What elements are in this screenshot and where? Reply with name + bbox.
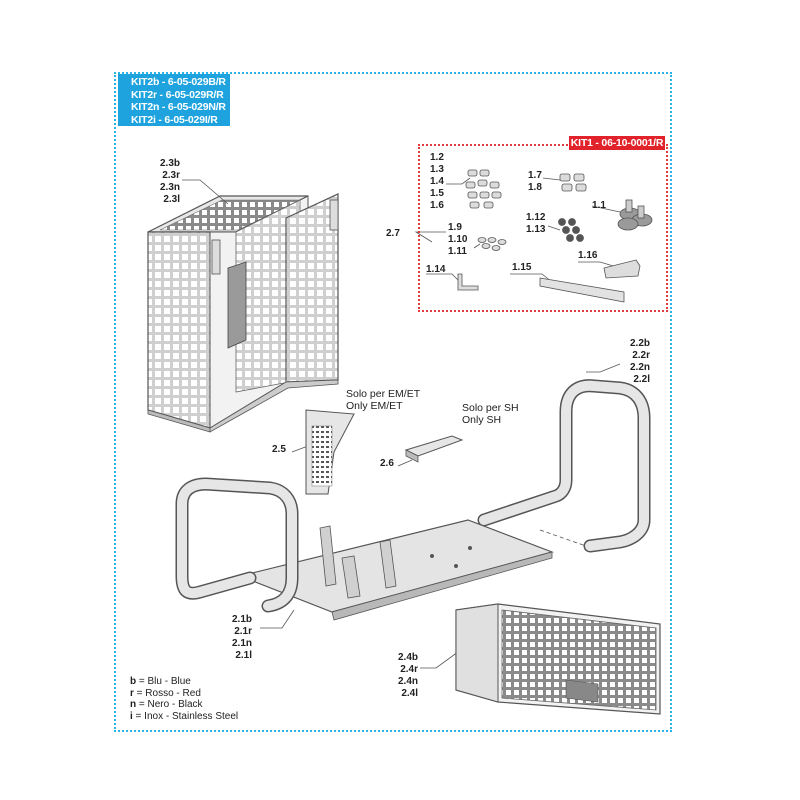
part-label: 1.7 bbox=[528, 170, 542, 181]
labels-1-7: 1.7 1.8 bbox=[528, 170, 542, 194]
part-label: 2.3l bbox=[163, 194, 180, 205]
legend-text: = Rosso - Red bbox=[133, 687, 201, 699]
guard-labels: 2.4b 2.4r 2.4n 2.4l bbox=[386, 652, 418, 700]
part-label: 2.1r bbox=[234, 626, 252, 637]
note-line: Solo per EM/ET bbox=[346, 388, 421, 400]
legend-key: b bbox=[130, 676, 137, 687]
handle-right-part bbox=[477, 379, 651, 553]
bracket-1-16 bbox=[603, 259, 641, 279]
label-1-14: 1.14 bbox=[426, 264, 446, 275]
kit1-hardware bbox=[457, 169, 653, 303]
label-1-16: 1.16 bbox=[578, 250, 598, 261]
handle-left-labels: 2.1b 2.1r 2.1n 2.1l bbox=[222, 614, 252, 662]
legend-item: n = Nero - Black bbox=[130, 699, 238, 711]
kit1-left-labels: 1.2 1.3 1.4 1.5 1.6 bbox=[430, 152, 444, 212]
note-em-et: Solo per EM/ET Only EM/ET bbox=[346, 388, 420, 412]
part-label: 2.1l bbox=[235, 650, 252, 661]
part-label: 2.4b bbox=[397, 652, 418, 663]
screws-1-2-1-6 bbox=[465, 169, 502, 209]
screws-1-7-1-8 bbox=[559, 173, 587, 192]
kit2-line: KIT2b - 6-05-029B/R bbox=[131, 76, 226, 88]
leader-lines bbox=[182, 177, 621, 669]
legend-key: r bbox=[130, 687, 134, 699]
rubber-feet-1-1 bbox=[617, 199, 653, 231]
nuts-1-12-1-13 bbox=[558, 218, 584, 242]
kit2-line: KIT2n - 6-05-029N/R bbox=[131, 101, 226, 113]
legend-text: = Blu - Blue bbox=[136, 676, 191, 687]
kit2-codes-box: KIT2b - 6-05-029B/R KIT2r - 6-05-029R/R … bbox=[118, 74, 230, 126]
cage-part bbox=[147, 193, 339, 433]
part-label: 1.2 bbox=[430, 152, 444, 163]
part-label: 2.1b bbox=[231, 614, 252, 625]
plate-2-6-part bbox=[404, 435, 464, 463]
kit1-frame bbox=[418, 144, 668, 312]
part-label: 1.9 bbox=[448, 222, 462, 233]
bracket-2-5-part bbox=[305, 409, 355, 495]
part-label: 1.8 bbox=[528, 182, 542, 193]
legend-key: i bbox=[130, 710, 133, 722]
note-line: Only SH bbox=[462, 414, 502, 426]
handle-left-part bbox=[175, 477, 299, 613]
part-label: 2.2b bbox=[629, 338, 650, 349]
part-label: 2.3r bbox=[162, 170, 180, 181]
part-label: 1.6 bbox=[430, 200, 444, 211]
color-legend: b = Blu - Blue r = Rosso - Red n = Nero … bbox=[130, 676, 238, 722]
labels-1-9: 1.9 1.10 1.11 bbox=[448, 222, 467, 258]
handle-right-labels: 2.2b 2.2r 2.2n 2.2l bbox=[618, 338, 650, 386]
part-label: 1.12 bbox=[526, 212, 546, 223]
part-label: 2.4r bbox=[400, 664, 418, 675]
part-label: 2.4n bbox=[397, 676, 418, 687]
label-1-1: 1.1 bbox=[592, 200, 606, 211]
part-label: 1.3 bbox=[430, 164, 444, 175]
guard-2-4-part bbox=[455, 603, 661, 715]
legend-item: i = Inox - Stainless Steel bbox=[130, 711, 238, 723]
part-label: 2.1n bbox=[231, 638, 252, 649]
kit2-line: KIT2i - 6-05-029I/R bbox=[131, 113, 218, 126]
legend-item: b = Blu - Blue bbox=[130, 676, 238, 688]
part-label: 2.3n bbox=[159, 182, 180, 193]
part-label: 1.5 bbox=[430, 188, 444, 199]
part-label: 1.11 bbox=[448, 246, 467, 257]
label-2-5: 2.5 bbox=[272, 444, 286, 455]
part-label: 1.10 bbox=[448, 234, 468, 245]
part-label: 1.13 bbox=[526, 224, 546, 235]
bar-1-15 bbox=[539, 277, 625, 303]
part-label: 2.2n bbox=[629, 362, 650, 373]
legend-item: r = Rosso - Red bbox=[130, 688, 238, 700]
kit2-line: KIT2r - 6-05-029R/R bbox=[131, 88, 224, 101]
part-label: 1.4 bbox=[430, 176, 444, 187]
washers-1-9-1-11 bbox=[477, 237, 507, 251]
part-label: 2.3b bbox=[159, 158, 180, 169]
legend-text: = Nero - Black bbox=[136, 699, 203, 710]
part-label: 2.2l bbox=[633, 374, 650, 385]
label-2-6: 2.6 bbox=[380, 458, 394, 469]
legend-text: = Inox - Stainless Steel bbox=[132, 710, 239, 722]
bracket-1-14 bbox=[457, 273, 479, 291]
kit2-frame bbox=[114, 72, 672, 732]
note-sh: Solo per SH Only SH bbox=[462, 402, 519, 426]
part-label: 2.2r bbox=[632, 350, 650, 361]
part-label: 2.4l bbox=[401, 688, 418, 699]
labels-1-12: 1.12 1.13 bbox=[526, 212, 545, 236]
cage-labels: 2.3b 2.3r 2.3n 2.3l bbox=[150, 158, 180, 206]
kit1-code-label: KIT1 - 06-10-0001/R bbox=[569, 136, 665, 150]
note-line: Only EM/ET bbox=[346, 400, 403, 412]
note-line: Solo per SH bbox=[462, 402, 519, 414]
label-1-15: 1.15 bbox=[512, 262, 532, 273]
legend-key: n bbox=[130, 699, 137, 710]
label-2-7: 2.7 bbox=[386, 228, 400, 239]
base-plate-part bbox=[238, 519, 554, 621]
